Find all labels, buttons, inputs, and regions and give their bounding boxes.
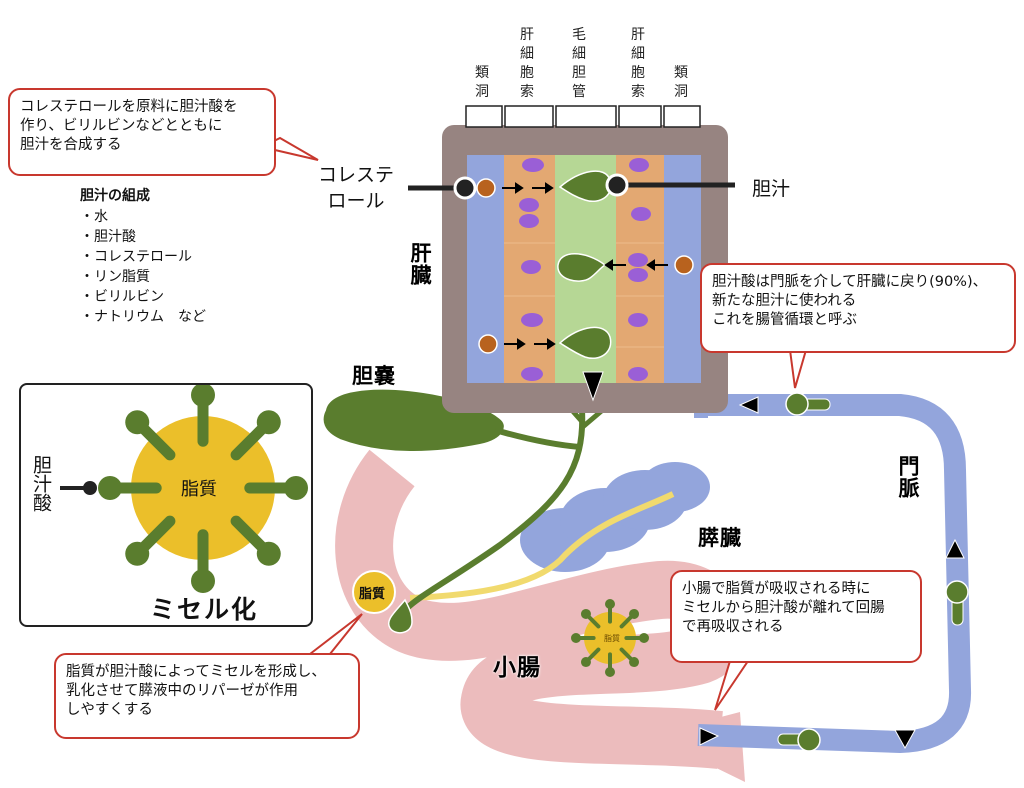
bile-flow-down-arrow-icon [582,371,604,402]
bile-acid-head [605,599,615,609]
arrow-left-icon [738,396,759,414]
duodenal-papilla [388,598,413,634]
callout-tail [788,349,808,389]
cholesterol-label: コレステ ロール [318,164,395,212]
callout-reabsorption: 小腸で脂質が吸収される時に ミセルから胆汁酸が離れて回腸 で再吸収される [670,570,922,663]
column-label-hepatocyte-cord: 肝 細 胞 索 [520,27,534,100]
bile-composition-item: ・コレステロール [80,249,192,265]
bile-acid-head [191,569,215,593]
transport-arrows [502,182,668,350]
callout-tail [307,613,363,655]
callout-micelle-function: 脂質が胆汁酸によってミセルを形成し、 乳化させて膵液中のリパーゼが作用 しやすく… [54,653,360,739]
micellization-label: ミセル化 [150,595,259,624]
bile-acid-head [629,608,640,619]
bile-acid-head [284,476,308,500]
bile-composition-title: 胆汁の組成 [80,188,150,204]
arrow-up-icon [945,538,965,559]
bile-droplets [557,170,612,359]
bile-composition-item: ・ナトリウム など [80,309,206,325]
bile-acid-head [98,476,122,500]
lipid-droplet-label: 脂質 [359,587,386,602]
micelle-lipid-label: 脂質 [181,479,217,500]
column-label-sinusoid: 類 洞 [674,65,688,100]
bile-composition-item: ・リン脂質 [80,269,150,285]
bile-acid-molecule [785,392,831,416]
bile-acid-label: 胆汁酸 [30,455,52,512]
cholesterol-molecules [476,178,694,354]
portal-vein [694,390,972,754]
liver-label: 肝臓 [408,242,432,286]
gallbladder-label: 胆嚢 [352,364,396,388]
bile-composition: 胆汁の組成 ・水・胆汁酸・コレステロール・リン脂質・ビリルビン・ナトリウム など [80,185,206,327]
bile-acid-head [256,541,281,566]
bile-duct-branches [568,406,607,429]
bile-acid-head [125,541,150,566]
micelle-small [571,599,649,677]
bile-acid-head [571,633,581,643]
bile-composition-item: ・ビリルビン [80,289,164,305]
arrow-down-left-icon [894,729,916,750]
pancreatic-duct [409,491,675,601]
portal-vein-label: 門脈 [896,455,920,499]
bile-acid-head [639,633,649,643]
bile-acid-head [629,657,640,668]
bile-acid-head [605,667,615,677]
bile-duct [402,409,586,613]
column-label-sinusoid: 類 洞 [475,65,489,100]
small-intestine-label: 小腸 [493,655,541,681]
bile-acid-head [580,608,591,619]
callout-enterohepatic-circulation: 胆汁酸は門脈を介して肝臓に戻り(90%)、 新たな胆汁に使われる これを腸管循環… [700,263,1016,353]
bile-acid-head [580,657,591,668]
hepatocyte-nuclei [519,158,651,381]
column-label-bile-canaliculus: 毛 細 胆 管 [572,27,586,100]
bile-acid-molecule [945,580,969,626]
pointer-dot [83,481,97,495]
bile-acid-head [256,410,281,435]
bile-acid-head [191,383,215,407]
micelle-large [98,383,308,593]
micelle-panel [19,383,313,627]
pancreas-label: 膵臓 [698,526,742,550]
arrow-right-icon [699,727,720,746]
lipid-small-label: 脂質 [604,634,620,643]
lipid-droplet [352,570,396,614]
bile-label: 胆汁 [752,178,791,200]
column-label-hepatocyte-cord: 肝 細 胞 索 [631,27,645,100]
callout-liver-function: コレステロールを原料に胆汁酸を 作り、ビリルビンなどとともに 胆汁を合成する [8,88,276,176]
pointer-dot [453,176,477,200]
bile-acid-head [125,410,150,435]
pointer-dot [605,173,629,197]
column-header-boxes [465,105,701,128]
bile-acid-molecule [777,728,821,752]
bile-composition-item: ・水 [80,209,108,225]
bile-composition-item: ・胆汁酸 [80,229,136,245]
